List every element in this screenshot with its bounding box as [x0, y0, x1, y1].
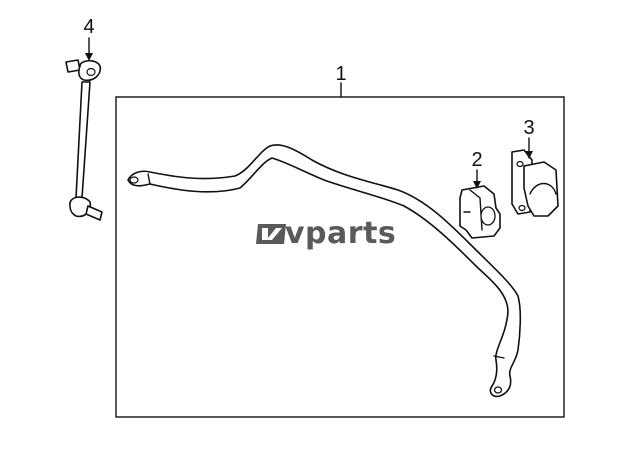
callout-4: 4 — [83, 16, 95, 61]
callout-3: 3 — [523, 117, 535, 159]
bracket-part — [511, 149, 559, 217]
bushing-part — [459, 185, 501, 239]
link-top-eye — [86, 67, 96, 77]
stabilizer-bar — [127, 144, 522, 398]
stabilizer-bar-outline — [127, 144, 522, 398]
callout-1: 1 — [335, 63, 347, 98]
bracket-body — [523, 161, 559, 217]
callout-2-label: 2 — [471, 149, 482, 171]
bushing-hole — [480, 206, 496, 226]
bracket-arch — [529, 182, 557, 195]
bar-end-mark-right — [493, 355, 505, 359]
bar-end-eye-left — [129, 176, 139, 184]
callout-2: 2 — [471, 149, 483, 189]
bar-end-mark-left — [147, 173, 151, 185]
callout-1-label: 1 — [335, 63, 346, 85]
assembly-frame — [115, 96, 565, 418]
callout-2-arrowhead — [473, 181, 481, 189]
callout-3-arrowhead — [525, 151, 533, 159]
callout-4-arrowhead — [85, 53, 93, 61]
bracket-hole-bottom — [518, 204, 526, 212]
watermark-text: vparts — [285, 216, 396, 251]
bar-end-eye-right — [493, 386, 503, 394]
link-top-stud — [65, 59, 81, 73]
bracket-hole-top — [516, 160, 524, 168]
stabilizer-link — [65, 59, 103, 221]
callout-4-label: 4 — [83, 16, 94, 38]
callout-3-label: 3 — [523, 117, 534, 139]
link-rod — [75, 81, 91, 199]
link-bottom-stud — [85, 205, 103, 221]
vparts-logo-icon — [256, 224, 286, 244]
vparts-watermark: vparts — [256, 216, 396, 251]
